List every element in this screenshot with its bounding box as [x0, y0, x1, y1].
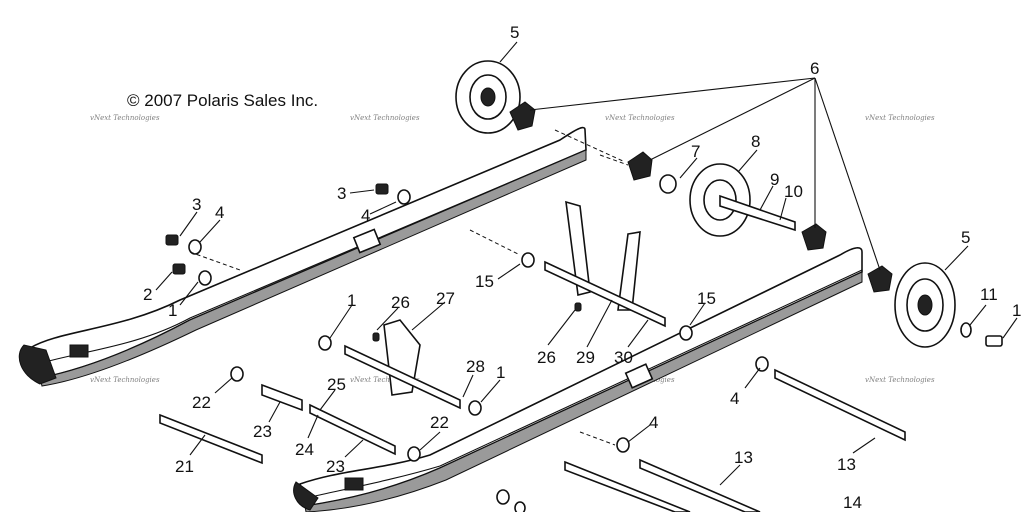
dashed-guides: [189, 129, 629, 446]
callout-4: 4: [730, 389, 739, 408]
callout-11: 11: [980, 285, 998, 304]
idler-wheel: [455, 60, 521, 134]
left-rail: [18, 126, 587, 387]
callout-1: 1: [168, 301, 177, 320]
callout-10: 10: [784, 182, 803, 201]
callout-4: 4: [361, 206, 370, 225]
long-shaft: [159, 344, 906, 512]
bracket: [544, 200, 666, 328]
callout-8: 8: [751, 132, 760, 151]
callout-28: 28: [466, 357, 485, 376]
callout-4: 4: [649, 413, 658, 432]
callout-5: 5: [961, 228, 970, 247]
callout-24: 24: [295, 440, 314, 459]
watermark: vNext Technologies: [90, 114, 160, 122]
callout-4: 4: [215, 203, 224, 222]
callout-6: 6: [810, 59, 819, 78]
callout-23: 23: [253, 422, 272, 441]
nut: [165, 183, 1003, 347]
callout-25: 25: [327, 375, 346, 394]
callout-22: 22: [192, 393, 211, 412]
wheel-with-axle: [689, 163, 796, 237]
callout-1: 1: [347, 291, 356, 310]
callout-2: 2: [143, 285, 152, 304]
callout-29: 29: [576, 348, 595, 367]
callout-3: 3: [192, 195, 201, 214]
right-rail: [293, 247, 863, 512]
idler-wheel: [894, 262, 956, 348]
callout-21: 21: [175, 457, 194, 476]
callout-5: 5: [510, 23, 519, 42]
callout-13: 13: [734, 448, 753, 467]
callout-14: 14: [843, 493, 862, 512]
copyright-notice: © 2007 Polaris Sales Inc.: [127, 91, 318, 110]
callout-15: 15: [475, 272, 494, 291]
callout-13: 13: [837, 455, 856, 474]
watermark: vNext Technologies: [90, 376, 160, 384]
callout-1: 1: [496, 363, 505, 382]
callout-23: 23: [326, 457, 345, 476]
callouts: 5 6 5 7 8 9 10 11 1 3 4 3 4 2 1 15 15 1 …: [143, 23, 1021, 512]
watermark: vNext Technologies: [350, 114, 420, 122]
watermark: vNext Technologies: [865, 114, 935, 122]
watermark: vNext Technologies: [865, 376, 935, 384]
callout-26: 26: [391, 293, 410, 312]
callout-9: 9: [770, 170, 779, 189]
callout-22: 22: [430, 413, 449, 432]
washer: [188, 174, 972, 512]
callout-15: 15: [697, 289, 716, 308]
callout-7: 7: [691, 142, 700, 161]
callout-1: 1: [1012, 301, 1021, 320]
watermark: vNext Technologies: [350, 376, 420, 384]
leader-lines: [155, 41, 1018, 486]
callout-30: 30: [614, 348, 633, 367]
watermark: vNext Technologies: [605, 114, 675, 122]
callout-27: 27: [436, 289, 455, 308]
callout-26: 26: [537, 348, 556, 367]
callout-3: 3: [337, 184, 346, 203]
